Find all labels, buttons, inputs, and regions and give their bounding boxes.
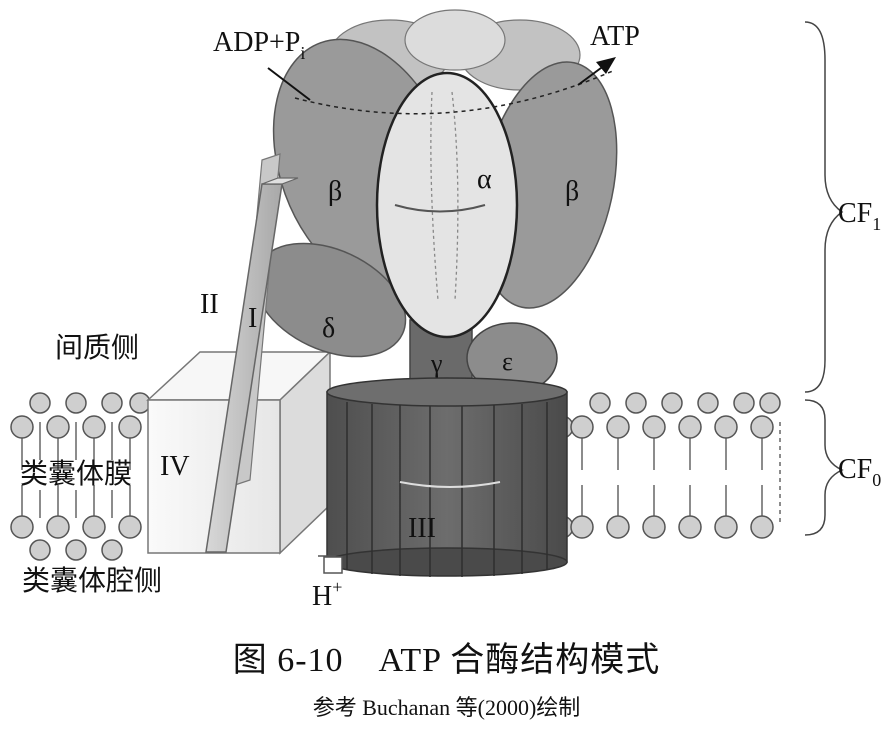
subunit-III-ring bbox=[326, 377, 568, 577]
beta-left-label: β bbox=[328, 176, 342, 207]
beta-right-label: β bbox=[565, 176, 579, 207]
proton-label: H+ bbox=[312, 577, 342, 612]
figure-caption-title: 图 6-10 ATP 合酶结构模式 bbox=[232, 642, 661, 679]
rotation-arc bbox=[294, 69, 616, 115]
atp-arrow-icon bbox=[577, 57, 616, 86]
figure-caption-subtitle: 参考 Buchanan 等(2000)绘制 bbox=[312, 695, 581, 720]
thylakoid-membrane-label: 类囊体膜 bbox=[20, 458, 132, 490]
proton-channel-marker bbox=[318, 555, 343, 574]
subunit-IV-label: IV bbox=[160, 451, 190, 482]
cf0-brace bbox=[804, 399, 844, 536]
cf1-brace bbox=[804, 21, 844, 393]
gamma-label: γ bbox=[430, 349, 443, 378]
subunit-I-bar bbox=[205, 177, 299, 553]
cf0-label: CF0 bbox=[838, 454, 881, 490]
stroma-side-label: 间质侧 bbox=[55, 332, 139, 364]
lumen-side-label: 类囊体腔侧 bbox=[22, 565, 162, 597]
adp-label: ADP+Pi bbox=[213, 27, 305, 63]
adp-arrow bbox=[267, 67, 311, 101]
delta-label: δ bbox=[322, 313, 335, 344]
back-subunit bbox=[404, 9, 506, 71]
alpha-subunit bbox=[375, 71, 519, 339]
epsilon-label: ε bbox=[502, 347, 513, 376]
alpha-label: α bbox=[477, 164, 492, 195]
atp-label: ATP bbox=[590, 21, 640, 52]
subunit-II-label: II bbox=[200, 289, 219, 320]
membrane-right bbox=[550, 392, 781, 539]
cf1-label: CF1 bbox=[838, 198, 881, 234]
membrane-left bbox=[10, 392, 151, 561]
subunit-I-label: I bbox=[248, 303, 257, 334]
subunit-III-label: III bbox=[408, 513, 436, 544]
